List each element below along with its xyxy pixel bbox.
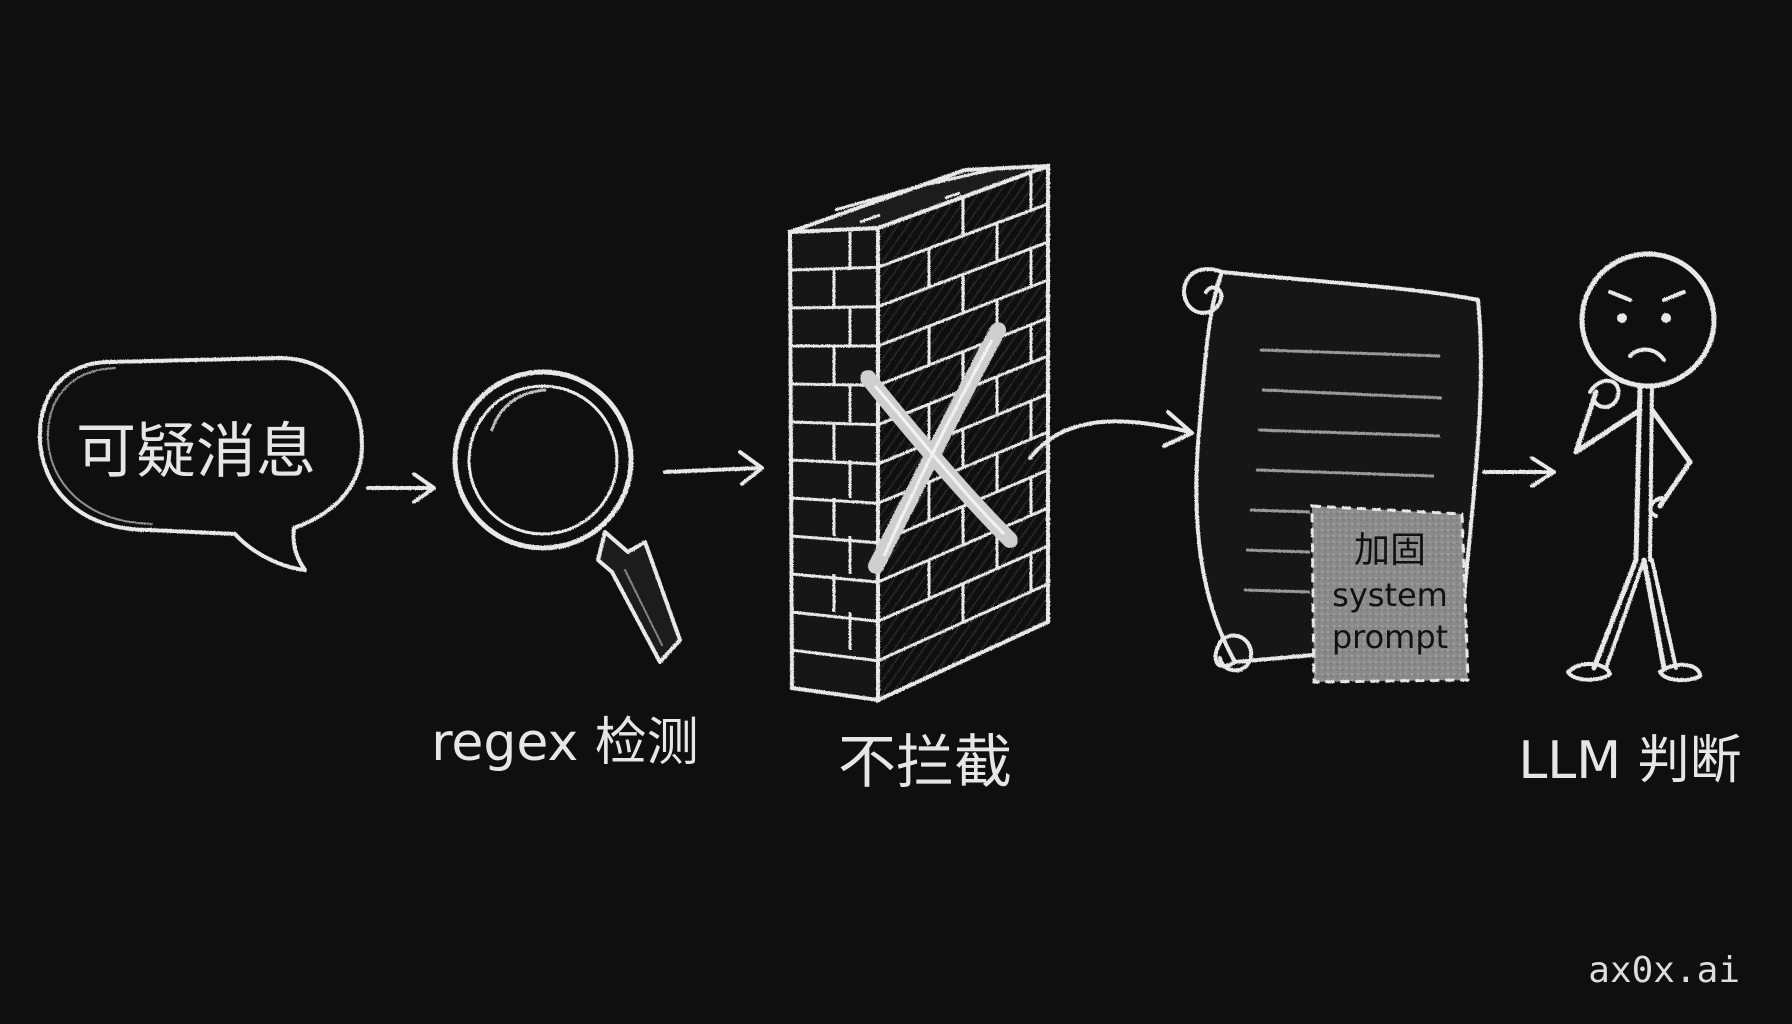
note-line-2: system [1332,576,1448,614]
brick-row-line [877,316,1049,387]
arrow-4 [1482,456,1556,488]
brick-row-line [877,544,1049,623]
brick-row-line [877,582,1049,663]
cross-mark-icon [860,322,1018,574]
speech-bubble-icon [37,356,364,572]
arrow-3 [1028,410,1194,460]
brick-row-line [790,265,879,272]
brick-row-line [790,534,879,545]
message-label: 可疑消息 [76,417,316,487]
wall-label: 不拦截 [838,728,1012,796]
brick-wall-icon [787,163,1050,704]
note-line-3: prompt [1332,618,1448,656]
brick-row-line [790,648,879,663]
hardened-prompt-note [1310,504,1470,684]
thinking-person-icon [1566,251,1717,683]
regex-label: regex 检测 [431,713,699,773]
brick-row-line [790,610,879,623]
llm-label: LLM 判断 [1518,731,1741,791]
arrow-2 [663,450,764,486]
arrow-1 [366,472,436,504]
brick-row-line [790,458,879,466]
watermark: ax0x.ai [1588,950,1740,991]
magnifier-icon [452,369,682,664]
note-line-1: 加固 [1354,530,1426,571]
